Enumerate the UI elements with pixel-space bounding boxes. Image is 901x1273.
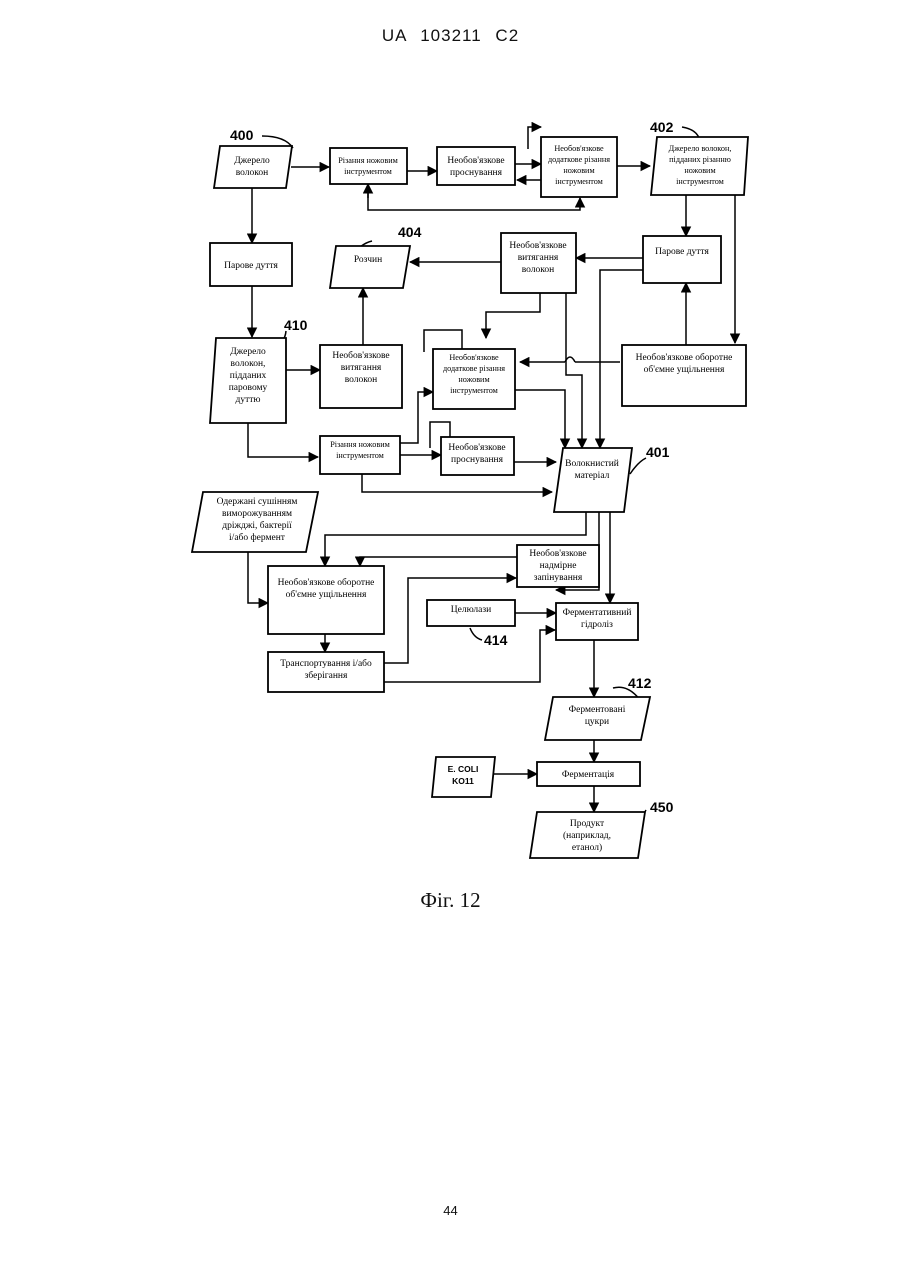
- node-solution-404-label: Розчин: [354, 255, 382, 265]
- node-steam-explosion-1-label: Парове дуття: [224, 261, 278, 271]
- ref-404: 404: [398, 224, 422, 240]
- page-number: 44: [0, 1203, 901, 1218]
- ref-450: 450: [650, 799, 674, 815]
- node-fiber-source-400: [214, 146, 292, 188]
- connector-lines: [248, 127, 735, 836]
- ref-414: 414: [484, 632, 508, 648]
- node-steam-explosion-2-label: Парове дуття: [655, 247, 709, 257]
- ref-400: 400: [230, 127, 254, 143]
- ref-402: 402: [650, 119, 674, 135]
- node-optional-reversible-densification-2: [268, 566, 384, 634]
- node-solution-404: [330, 246, 410, 288]
- ref-401: 401: [646, 444, 670, 460]
- node-steam-explosion-2: [643, 236, 721, 283]
- ref-410: 410: [284, 317, 308, 333]
- node-fermentation-label: Ферментація: [562, 770, 615, 780]
- node-cellulases-label: Целюлази: [451, 605, 491, 615]
- node-knife-cutting-1: [330, 148, 407, 184]
- ref-412: 412: [628, 675, 652, 691]
- node-optional-shredding-1: [437, 147, 515, 185]
- figure-caption: Фіг. 12: [0, 888, 901, 913]
